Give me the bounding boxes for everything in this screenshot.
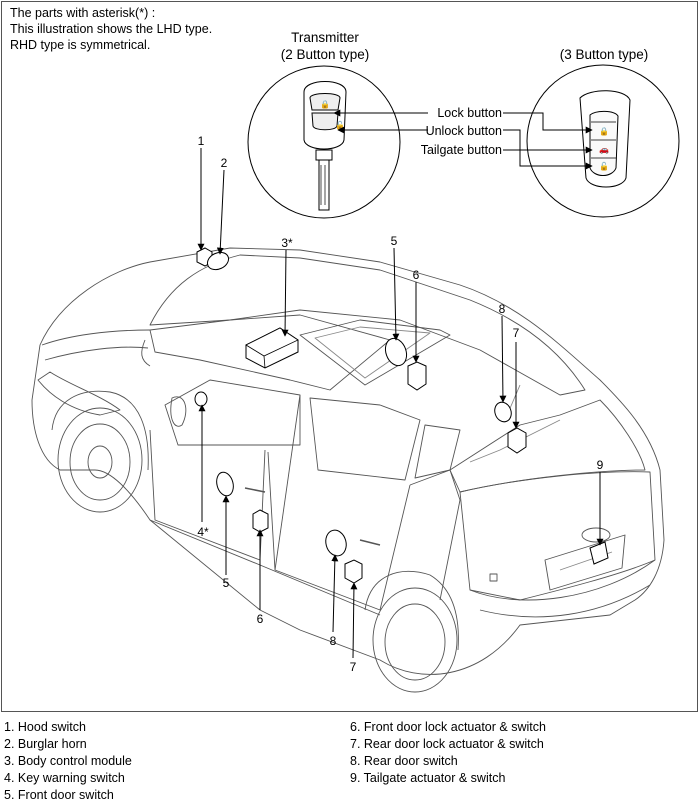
- legend-item-6: 6. Front door lock actuator & switch: [350, 720, 546, 734]
- callout-5-upper: 5: [391, 234, 398, 248]
- three-button-type-label: (3 Button type): [560, 47, 649, 62]
- transmitter-title: Transmitter: [291, 30, 359, 45]
- front-door-lock-actuator-upper-shape: [407, 361, 427, 391]
- two-button-type-label: (2 Button type): [281, 47, 370, 62]
- legend-item-7: 7. Rear door lock actuator & switch: [350, 737, 544, 751]
- legend-left: 1. Hood switch 2. Burglar horn 3. Body c…: [4, 719, 132, 804]
- callout-7-upper: 7: [513, 326, 520, 340]
- car-illustration: [31, 247, 665, 693]
- legend-item-9: 9. Tailgate actuator & switch: [350, 771, 506, 785]
- lock-button-label: Lock button: [437, 106, 502, 120]
- note-line-3: RHD type is symmetrical.: [10, 38, 151, 52]
- legend-item-1: 1. Hood switch: [4, 720, 86, 734]
- diagram-frame: [1, 1, 698, 712]
- legend-right: 6. Front door lock actuator & switch 7. …: [350, 719, 546, 787]
- three-button-transmitter: 🔒 🚗 🔓: [526, 64, 680, 218]
- callout-3: 3*: [281, 236, 293, 250]
- front-door-switch-upper-shape: [384, 337, 408, 367]
- rear-door-switch-lower-shape: [325, 529, 347, 557]
- callout-leaders: [197, 148, 604, 659]
- legend-item-2: 2. Burglar horn: [4, 737, 87, 751]
- rear-door-lock-actuator-upper-shape: [507, 427, 527, 454]
- front-door-lock-actuator-lower-shape: [252, 509, 269, 533]
- callout-4: 4*: [197, 525, 209, 539]
- note-line-1: The parts with asterisk(*) :: [10, 6, 156, 20]
- tailgate-icon: 🚗: [599, 145, 609, 154]
- callout-8-upper: 8: [499, 302, 506, 316]
- callout-8-lower: 8: [330, 634, 337, 648]
- two-button-transmitter: 🔒 🔓: [247, 65, 401, 219]
- button-leaders: [333, 109, 593, 170]
- legend-item-5: 5. Front door switch: [4, 788, 114, 802]
- legend-item-3: 3. Body control module: [4, 754, 132, 768]
- legend-item-4: 4. Key warning switch: [4, 771, 125, 785]
- callout-9: 9: [597, 458, 604, 472]
- car-components-diagram: 1 2 3* 4* 5 5 6 6 7 7 8 8 9 Transmitter …: [31, 30, 680, 693]
- key-warning-switch-shape: [194, 391, 208, 407]
- rear-door-lock-actuator-lower-shape: [344, 559, 363, 584]
- callout-1: 1: [198, 134, 205, 148]
- note-line-2: This illustration shows the LHD type.: [10, 22, 213, 36]
- burglar-horn-shape: [206, 251, 230, 271]
- lock-icon-3btn: 🔒: [599, 127, 609, 136]
- lock-icon: 🔒: [320, 100, 330, 109]
- unlock-button-label: Unlock button: [426, 124, 502, 138]
- unlock-icon-3btn: 🔓: [599, 161, 609, 171]
- callout-2: 2: [221, 156, 228, 170]
- component-markers: [194, 247, 609, 584]
- legend-item-8: 8. Rear door switch: [350, 754, 458, 768]
- callout-5-lower: 5: [223, 576, 230, 590]
- callout-6-lower: 6: [257, 612, 264, 626]
- callout-6-upper: 6: [413, 268, 420, 282]
- callout-7-lower: 7: [350, 660, 357, 674]
- unlock-icon: 🔓: [335, 120, 345, 130]
- tailgate-button-label: Tailgate button: [421, 143, 502, 157]
